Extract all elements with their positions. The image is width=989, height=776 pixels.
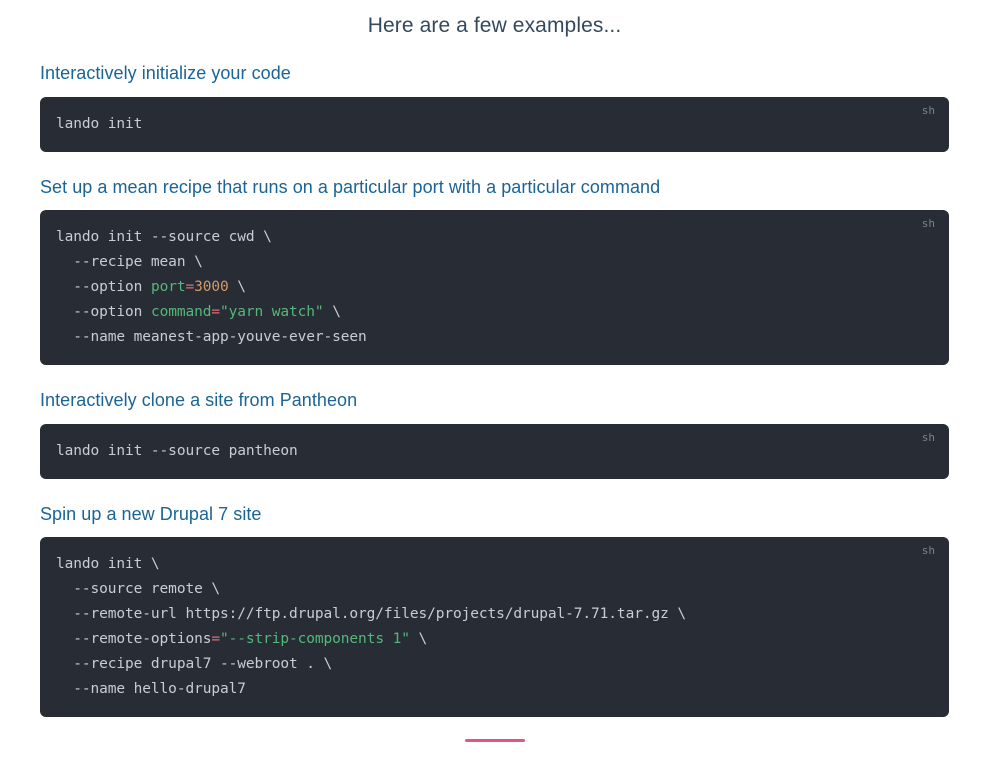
code-line: --option port=3000 \ — [56, 279, 246, 295]
code-token: lando init \ — [56, 556, 160, 572]
code-line: --recipe mean \ — [56, 254, 203, 270]
code-token: --recipe drupal7 --webroot . \ — [56, 656, 333, 672]
code-line: --name hello-drupal7 — [56, 681, 246, 697]
code-token: \ — [409, 631, 428, 647]
code-token: "yarn watch" — [220, 304, 324, 320]
code-token: port — [150, 279, 186, 295]
code-block[interactable]: sh lando init — [40, 96, 949, 152]
example-section: Interactively initialize your code sh land… — [40, 62, 949, 152]
code-token: --remote-url https://ftp.drupal.org/file… — [56, 606, 686, 622]
code-token: --option — [56, 279, 151, 295]
page-title: Here are a few examples... — [367, 14, 622, 37]
code-token: \ — [228, 279, 246, 295]
code-token: lando init --source cwd \ — [56, 229, 272, 245]
bottom-divider-wrap — [40, 739, 949, 742]
example-section: Interactively clone a site from Pantheon… — [40, 389, 949, 479]
code-line: lando init — [56, 116, 142, 132]
code-token: lando init --source pantheon — [56, 442, 298, 459]
code-line: --recipe drupal7 --webroot . \ — [56, 656, 332, 672]
code-content: lando init — [56, 112, 933, 137]
code-line: lando init --source pantheon — [56, 443, 298, 459]
example-heading: Interactively clone a site from Pantheon — [40, 390, 358, 410]
code-content: lando init --source cwd \ --recipe mean … — [56, 225, 933, 350]
code-token: "--strip-components 1" — [219, 631, 410, 647]
code-token: = — [211, 631, 220, 647]
code-line: --option command="yarn watch" \ — [56, 304, 341, 320]
code-token: --recipe mean \ — [56, 254, 203, 270]
code-line: lando init \ — [56, 556, 160, 572]
code-language-label: sh — [921, 544, 935, 557]
example-heading: Spin up a new Drupal 7 site — [40, 503, 262, 524]
code-content: lando init \ --source remote \ --remote-… — [56, 552, 933, 702]
code-token: --option — [56, 304, 151, 320]
code-line: lando init --source cwd \ — [56, 229, 272, 245]
code-token: lando init — [56, 115, 143, 132]
code-token: --name hello-drupal7 — [56, 681, 246, 697]
code-line: --name meanest-app-youve-ever-seen — [56, 329, 367, 345]
code-token: \ — [323, 304, 341, 320]
code-block[interactable]: sh lando init --source pantheon — [40, 423, 949, 479]
code-token: --remote-options — [56, 631, 212, 647]
code-line: --source remote \ — [56, 581, 220, 597]
code-token: command — [150, 304, 212, 320]
code-line: --remote-url https://ftp.drupal.org/file… — [56, 606, 686, 622]
examples-page: Here are a few examples... Interactively… — [40, 14, 949, 742]
code-token: = — [185, 279, 195, 295]
code-content: lando init --source pantheon — [56, 439, 933, 464]
code-token: = — [211, 304, 220, 320]
code-line: --remote-options="--strip-components 1" … — [56, 631, 427, 647]
example-section: Set up a mean recipe that runs on a part… — [40, 176, 949, 365]
code-language-label: sh — [921, 217, 935, 230]
code-language-label: sh — [921, 430, 935, 444]
code-token: --source remote \ — [56, 581, 220, 597]
code-token: 3000 — [194, 279, 229, 295]
code-token: --name meanest-app-youve-ever-seen — [56, 329, 367, 345]
example-heading: Set up a mean recipe that runs on a part… — [40, 176, 661, 197]
code-language-label: sh — [921, 103, 935, 117]
example-heading: Interactively initialize your code — [40, 63, 291, 83]
bottom-divider — [464, 739, 525, 742]
